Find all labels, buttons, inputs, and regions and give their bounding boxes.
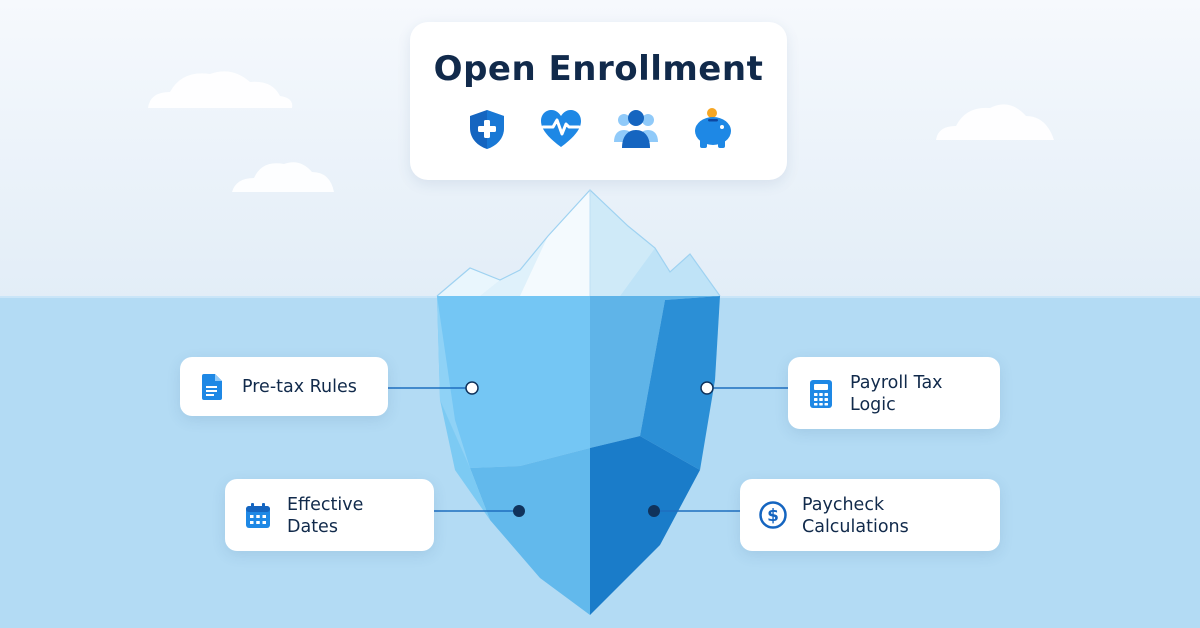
calendar-icon [246, 503, 270, 528]
heart-pulse-icon [541, 110, 581, 147]
label-payroll-tax-logic: Payroll Tax Logic [788, 357, 1000, 429]
cloud [148, 71, 293, 108]
shield-plus-icon [470, 110, 504, 149]
connector-dot-pretax [465, 381, 479, 395]
document-icon [202, 374, 222, 400]
label-text: Effective Dates [287, 495, 364, 537]
label-effective-dates: Effective Dates [225, 479, 434, 551]
title-card: Open Enrollment [410, 22, 787, 180]
label-text: Payroll Tax Logic [850, 373, 943, 415]
diagram-title: Open Enrollment [433, 49, 764, 89]
iceberg-underwater [437, 296, 720, 615]
connector-dot-payroll-tax [700, 381, 714, 395]
connector-dot-paycheck [648, 505, 660, 517]
clouds [148, 71, 1054, 192]
svg-text:$: $ [767, 506, 779, 526]
dollar-coin-icon: $ [759, 501, 787, 529]
cloud [232, 162, 334, 192]
cloud [936, 104, 1054, 140]
label-text: Paycheck Calculations [802, 495, 909, 537]
label-text: Pre-tax Rules [242, 377, 357, 397]
connectors [388, 381, 788, 517]
iceberg-tip [436, 189, 721, 297]
calculator-icon [810, 380, 832, 408]
benefit-icons [410, 106, 787, 152]
connector-dot-effective-dates [513, 505, 525, 517]
label-paycheck-calculations: $ Paycheck Calculations [740, 479, 1000, 551]
label-pretax-rules: Pre-tax Rules [180, 357, 388, 416]
piggy-bank-icon [695, 108, 731, 148]
people-icon [614, 110, 658, 148]
